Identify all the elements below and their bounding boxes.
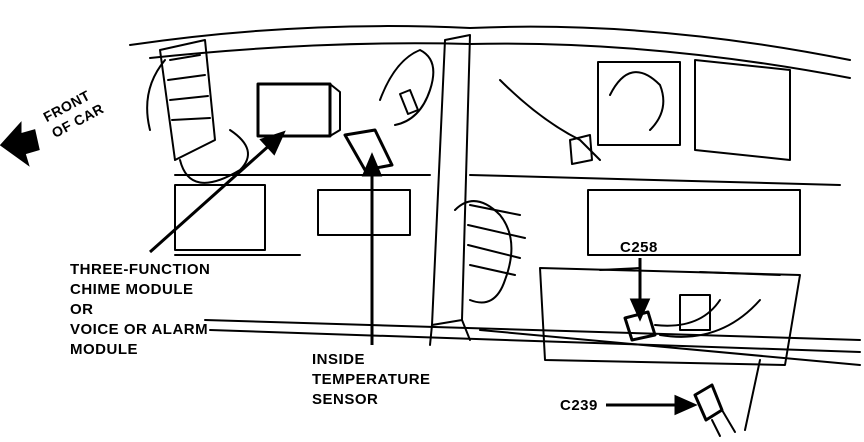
chime-module-line-2: CHIME MODULE [70,281,194,298]
temperature-sensor-line-3: SENSOR [312,391,379,408]
lower-tray [539,267,801,366]
sensor-arrowhead [361,152,383,177]
temperature-sensor-line-2: TEMPERATURE [312,371,431,388]
chime-module-line-4: VOICE OR ALARM [70,321,209,338]
chime-module-line-3: OR [70,301,94,318]
lower-vent-mid [317,189,411,236]
chime-arrowhead [259,130,286,156]
vertical-duct [431,34,471,326]
chime-module-line-5: MODULE [70,341,138,358]
c239-label: C239 [560,397,598,414]
chime-module-label: THREE-FUNCTION CHIME MODULE OR VOICE OR … [70,260,210,360]
c258-label: C258 [620,239,658,256]
temp-sensor-body [343,128,394,172]
c258-arrowhead [629,298,651,322]
temperature-sensor-line-1: INSIDE [312,351,366,368]
front-of-car-arrow [0,121,40,167]
c239-arrowhead [674,394,698,416]
temperature-sensor-label: INSIDE TEMPERATURE SENSOR [312,350,431,410]
dash-top-contour [129,25,851,61]
dash-top-contour-2 [149,42,851,79]
left-bracket [159,39,216,161]
chime-leader-line [149,141,273,254]
lower-vent-right [587,189,801,256]
right-cluster-box [597,61,681,146]
lower-dash-line [204,319,861,341]
c239-connector-shape [693,383,724,422]
chime-module-box [256,82,332,138]
center-harness [454,200,513,304]
right-panel [694,59,791,161]
chime-module-line-1: THREE-FUNCTION [70,261,211,278]
